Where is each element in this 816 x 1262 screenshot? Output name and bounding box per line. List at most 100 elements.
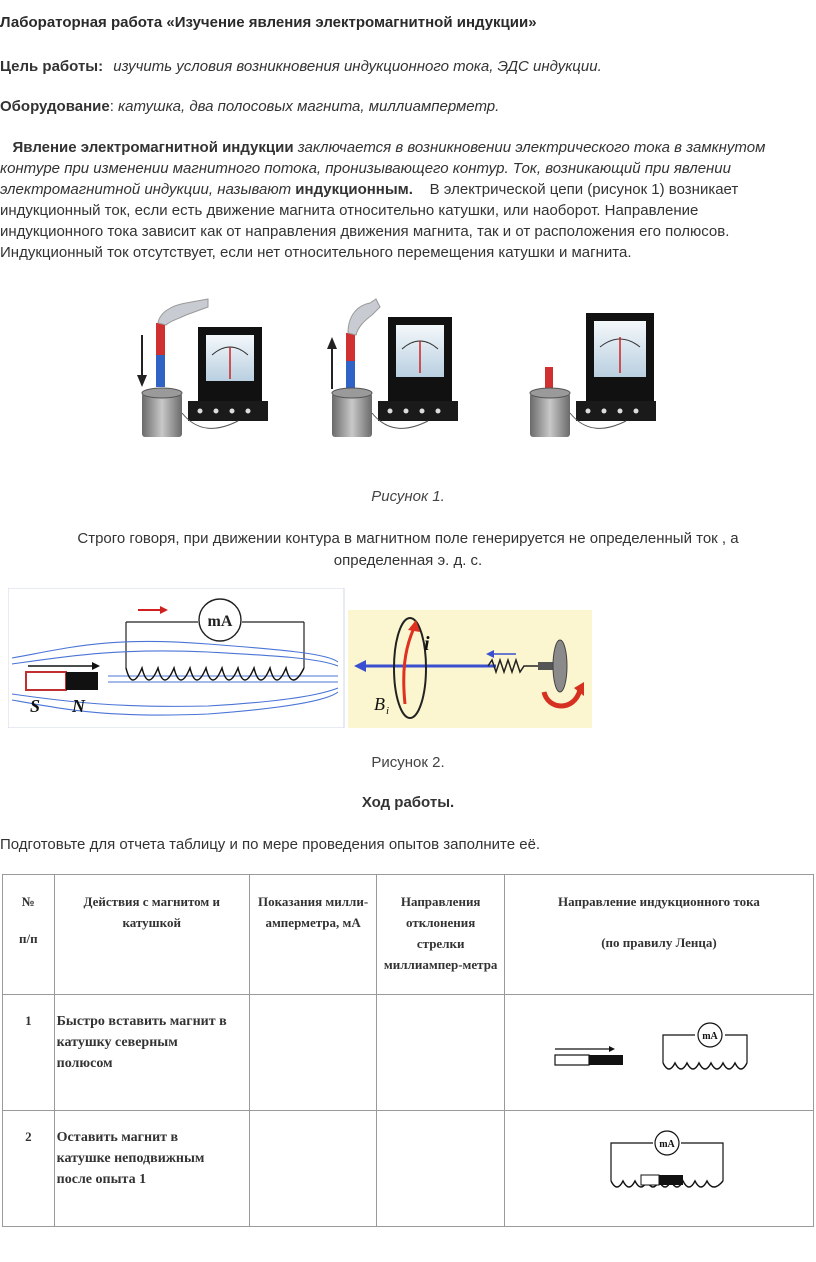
row-2-circuit-sketch: mA (610, 1130, 724, 1188)
header-readings-line-1: Показания милли- (258, 894, 369, 909)
intro-text-3b: В электрической цепи (рисунок 1) возника… (429, 181, 739, 198)
figure-1-experiment-illustration (137, 298, 656, 437)
coil-loops (125, 665, 305, 681)
header-deflection-line-1: Направления (400, 894, 481, 909)
results-table: № п/п Действия с магнитом и катушкой Пок… (2, 874, 815, 1227)
row-1-circuit-sketch: mA (554, 1022, 748, 1070)
row-2-magnet-north (658, 1175, 683, 1185)
equipment-separator: : (109, 98, 114, 115)
field-subscript: i (386, 705, 389, 717)
figure-2-caption: Рисунок 2. (371, 754, 445, 771)
milliammeter-symbol (198, 598, 242, 642)
intro-line-1: Явление электромагнитной индукции заключ… (0, 137, 814, 158)
row-2-action-line-3: после опыта 1 (56, 1172, 147, 1187)
setup-1-magnet-down (137, 298, 268, 437)
table-row: 2 Оставить магнит в катушке неподвижным … (2, 1110, 815, 1227)
equipment-line: Оборудование: катушка, два полосовых маг… (0, 98, 499, 115)
header-readings: Показания милли- амперметра, мА (248, 874, 378, 995)
header-current-direction: Направление индукционного тока (по прави… (503, 874, 815, 995)
row-1-number: 1 (2, 994, 55, 1111)
intro-text-1: заключается в возникновении электрическо… (297, 139, 766, 156)
current-label: i (424, 633, 430, 655)
field-label: B (374, 694, 385, 714)
row-1-readings-cell[interactable] (248, 994, 378, 1111)
header-deflection-line-3: стрелки (416, 936, 465, 951)
equipment-text: катушка, два полосовых магнита, миллиамп… (118, 98, 500, 115)
intro-line-3: электромагнитной индукции, называют инду… (0, 179, 814, 200)
intro-line-6: Индукционный ток отсутствует, если нет о… (0, 244, 632, 261)
induced-current-arrow-icon (408, 620, 420, 632)
row-1-action: Быстро вставить магнит в катушку северны… (53, 994, 250, 1111)
row-2-current-cell: mA (503, 1110, 815, 1227)
magnet-motion-arrow-icon (92, 662, 100, 670)
intro-term: Явление электромагнитной индукции (12, 139, 294, 156)
procedure-title: Ход работы. (361, 794, 455, 811)
prepare-instruction: Подготовьте для отчета таблицу и по мере… (0, 836, 541, 853)
row-2-coil (610, 1179, 724, 1188)
row-1-action-line-2: катушку северным (56, 1035, 178, 1050)
row-1-action-line-1: Быстро вставить магнит в (56, 1014, 227, 1029)
intro-line-5: индукционного тока зависит как от направ… (0, 223, 730, 240)
row-1-magnet-north (588, 1055, 623, 1065)
strictly-line-2: определенная э. д. с. (333, 552, 483, 569)
page-title: Лабораторная работа «Изучение явления эл… (0, 14, 537, 31)
setup-2-magnet-up (327, 298, 458, 437)
header-number: № п/п (2, 874, 55, 995)
intro-line-4: индукционный ток, если есть движение маг… (0, 202, 699, 219)
header-deflection-line-2: отклонения (406, 915, 476, 930)
magnet-south (25, 671, 67, 691)
strictly-line-1: Строго говоря, при движении контура в ма… (77, 530, 739, 547)
intro-paragraph: Явление электромагнитной индукции заключ… (0, 137, 814, 263)
row-1-action-line-3: полюсом (56, 1056, 113, 1071)
field-lines (11, 640, 339, 716)
header-number-line-1: № (21, 894, 35, 909)
header-number-line-2: п/п (19, 931, 38, 946)
conductor-loop (393, 617, 427, 719)
header-deflection: Направления отклонения стрелки миллиампе… (376, 874, 505, 995)
row-1-meter-label: mA (702, 1031, 718, 1042)
row-2-number: 2 (2, 1110, 55, 1227)
goal-line: Цель работы: изучить условия возникновен… (0, 58, 602, 75)
intro-text-2: контуре при изменении магнитного потока,… (0, 160, 731, 177)
setup-3-magnet-still (529, 313, 656, 437)
row-2-meter-symbol (654, 1130, 680, 1156)
intro-line-2: контуре при изменении магнитного потока,… (0, 158, 814, 179)
row-1-meter-symbol (697, 1022, 723, 1048)
header-actions-line-1: Действия с магнитом и (83, 894, 221, 909)
screw-icon (487, 657, 538, 675)
loop-and-field-diagram: i B i (348, 610, 592, 728)
row-2-action-line-2: катушке неподвижным (56, 1151, 205, 1166)
row-2-magnet-south (640, 1174, 660, 1186)
row-2-deflection-cell[interactable] (376, 1110, 505, 1227)
row-1-arrow-icon (608, 1046, 615, 1052)
current-arrow-icon (160, 606, 168, 614)
rotation-arrow-icon (574, 682, 584, 696)
strictly-speaking-paragraph: Строго говоря, при движении контура в ма… (0, 528, 816, 572)
row-1-current-cell: mA (503, 994, 815, 1111)
row-2-readings-cell[interactable] (248, 1110, 378, 1227)
row-1-deflection-cell[interactable] (376, 994, 505, 1111)
header-actions-line-2: катушкой (122, 915, 181, 930)
header-deflection-line-4: миллиампер-метра (383, 957, 498, 972)
row-2-action-line-1: Оставить магнит в (56, 1130, 179, 1145)
figure-1-caption: Рисунок 1. (371, 488, 445, 505)
row-1-magnet-south (554, 1054, 590, 1066)
screw-motion-arrow-icon (486, 650, 494, 658)
intro-term-2: индукционным. (295, 181, 413, 198)
row-2-action: Оставить магнит в катушке неподвижным по… (53, 1110, 250, 1227)
table-header-row: № п/п Действия с магнитом и катушкой Пок… (2, 874, 815, 995)
pole-n-label: N (71, 696, 86, 716)
table-row: 1 Быстро вставить магнит в катушку север… (2, 994, 815, 1111)
header-actions: Действия с магнитом и катушкой (53, 874, 250, 995)
figure-2-induction-diagrams: mA S N i B i (8, 588, 592, 728)
pole-s-label: S (30, 696, 40, 716)
header-current-line-1: Направление индукционного тока (558, 894, 760, 909)
row-1-coil (662, 1061, 748, 1070)
intro-text-3: электромагнитной индукции, называют (0, 181, 292, 198)
equipment-label: Оборудование (0, 98, 110, 115)
field-direction-arrow-icon (354, 660, 366, 672)
row-2-meter-label: mA (659, 1139, 675, 1150)
goal-label: Цель работы: (0, 58, 104, 75)
meter-label: mA (208, 613, 233, 630)
goal-text: изучить условия возникновения индукционн… (113, 58, 602, 75)
